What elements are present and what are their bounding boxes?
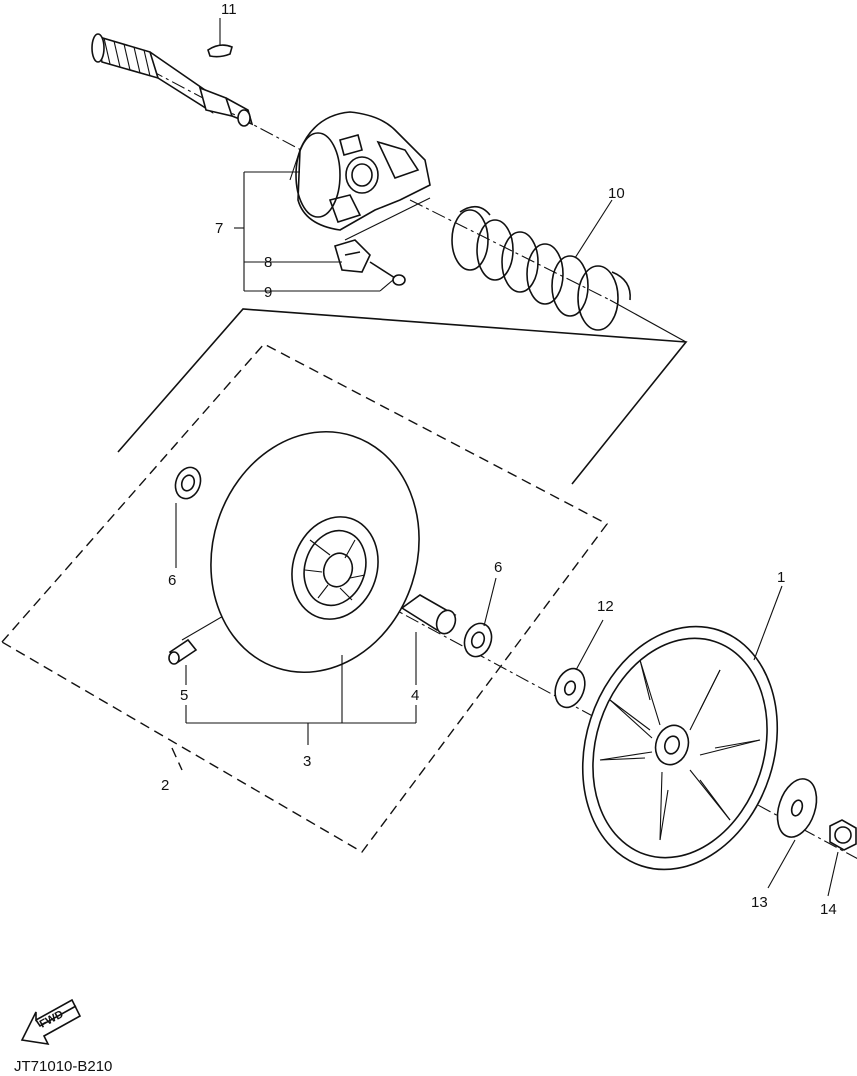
washer-part-12: [554, 667, 586, 709]
sliding-sheave: [210, 430, 420, 674]
group-outline-solid: [117, 308, 688, 485]
callout-4: 4: [411, 687, 419, 704]
slider-part-8: [334, 239, 371, 273]
plate-washer-part-13: [776, 778, 818, 838]
torque-cam-part-7: [289, 111, 431, 241]
callout-14: 14: [820, 901, 837, 918]
callout-12: 12: [597, 598, 614, 615]
leader-lines: [171, 18, 839, 897]
callout-10: 10: [608, 185, 625, 202]
key-part-11: [207, 40, 233, 58]
callout-6-right: 6: [494, 559, 502, 576]
spring-part-10: [451, 205, 631, 331]
fixed-sheave-part-1: [581, 625, 779, 871]
collar-part-4: [400, 594, 457, 635]
callout-7: 7: [215, 220, 223, 237]
callout-9: 9: [264, 284, 272, 301]
callout-1: 1: [777, 569, 785, 586]
splined-shaft: [91, 33, 254, 127]
callout-11: 11: [221, 1, 237, 18]
callout-13: 13: [751, 894, 768, 911]
callout-3: 3: [303, 753, 311, 770]
callout-5: 5: [180, 687, 188, 704]
nut-part-14: [829, 819, 857, 851]
oil-seal-left-part-6: [174, 466, 202, 500]
callout-8: 8: [264, 254, 272, 271]
callout-2: 2: [161, 777, 169, 794]
diagram-code: JT71010-B210: [14, 1058, 112, 1075]
screw-part-9: [369, 261, 406, 286]
oil-seal-right-part-6: [463, 622, 493, 658]
fwd-arrow-icon: FWD: [20, 998, 82, 1046]
callout-6-left: 6: [168, 572, 176, 589]
grease-nipple-part-5: [168, 638, 198, 665]
callout-labels: 1 2 3 4 5 6 6 7 8 9 10 11 12 13 14: [161, 1, 837, 918]
group-outline-dashed: [0, 343, 609, 853]
